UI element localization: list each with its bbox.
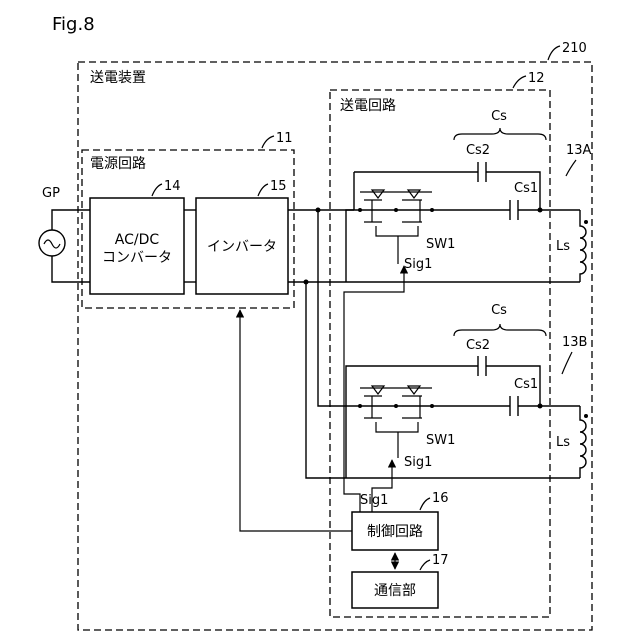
source-wire-bottom	[52, 256, 90, 282]
cs-brace	[454, 128, 546, 140]
mosfet-left	[364, 200, 382, 222]
cs1-top-label: Cs1	[514, 181, 538, 196]
node-dot	[538, 208, 543, 213]
ref-12-leader	[513, 76, 526, 88]
mosfet-left	[364, 396, 382, 418]
cs2-bottom-label: Cs2	[466, 338, 490, 353]
ref-16: 16	[432, 491, 449, 506]
diode-left	[372, 386, 384, 394]
source-wire-top	[52, 210, 90, 230]
figure-label: Fig.8	[52, 14, 95, 35]
ref-17-leader	[420, 560, 430, 570]
ref-17: 17	[432, 553, 449, 568]
switch-sw1-top	[358, 190, 434, 264]
branch-wire-top	[318, 210, 346, 406]
cs1-bottom-label: Cs1	[514, 377, 538, 392]
coil-dot	[584, 414, 588, 418]
ref-15-leader	[258, 184, 268, 196]
ref-11-leader	[262, 136, 274, 148]
node-dot	[394, 404, 398, 408]
ref-13a-leader	[566, 160, 576, 176]
node-dot	[394, 208, 398, 212]
ref-14: 14	[164, 179, 181, 194]
ref-13b: 13B	[562, 335, 587, 350]
ref-14-leader	[152, 184, 162, 196]
ref-12: 12	[528, 71, 545, 86]
mosfet-right	[402, 200, 422, 222]
node-dot	[358, 404, 362, 408]
ref-13a: 13A	[566, 143, 592, 158]
inverter-label: インバータ	[207, 239, 277, 255]
control-circuit-label: 制御回路	[367, 524, 423, 540]
node-dot	[430, 208, 434, 212]
sw1-bottom-label: SW1	[426, 433, 455, 448]
diode-right	[408, 386, 420, 394]
ref-16-leader	[420, 498, 430, 510]
resonant-circuit-13a: SW1 Sig1 Cs2 Cs1 Ls Cs 13A	[346, 109, 592, 282]
resonant-circuit-13b: SW1 Sig1 Cs2 Cs1 Ls Cs 13B	[346, 303, 588, 478]
ref-210-leader	[548, 46, 560, 60]
ref-210: 210	[562, 41, 587, 56]
diode-right	[408, 190, 420, 198]
gate-bus	[376, 226, 418, 236]
gp-label: GP	[42, 186, 60, 201]
ls-bottom-label: Ls	[556, 435, 570, 450]
control-to-inverter-arrow	[240, 310, 352, 531]
rail-left	[346, 172, 354, 282]
cs-brace	[454, 324, 546, 336]
ref-13b-leader	[562, 352, 572, 374]
switch-sw1-bottom	[358, 386, 434, 458]
power-transmitter-boundary	[78, 62, 592, 630]
cs2-top-label: Cs2	[466, 143, 490, 158]
power-transmitter-label: 送電装置	[90, 70, 146, 86]
cs-top-label: Cs	[491, 109, 507, 124]
node-dot	[430, 404, 434, 408]
sig1-bottom-label: Sig1	[404, 455, 432, 470]
gate-bus	[376, 422, 418, 432]
diode-left	[372, 190, 384, 198]
acdc-label-line2: コンバータ	[102, 250, 172, 266]
transmission-circuit-label: 送電回路	[340, 98, 396, 114]
sig1-top-label: Sig1	[404, 257, 432, 272]
sine-wave-icon	[44, 240, 60, 248]
sig1-control-label: Sig1	[360, 493, 388, 508]
node-dot	[538, 404, 543, 409]
branch-wire-bottom	[306, 282, 346, 478]
node-dot	[358, 208, 362, 212]
ref-15: 15	[270, 179, 287, 194]
coil-dot	[584, 220, 588, 224]
acdc-label-line1: AC/DC	[115, 232, 160, 248]
ref-11: 11	[276, 131, 293, 146]
power-supply-circuit-label: 電源回路	[90, 156, 146, 172]
cs-bottom-label: Cs	[491, 303, 507, 318]
sw1-top-label: SW1	[426, 237, 455, 252]
mosfet-right	[402, 396, 422, 418]
communication-label: 通信部	[374, 583, 416, 599]
ls-top-label: Ls	[556, 239, 570, 254]
